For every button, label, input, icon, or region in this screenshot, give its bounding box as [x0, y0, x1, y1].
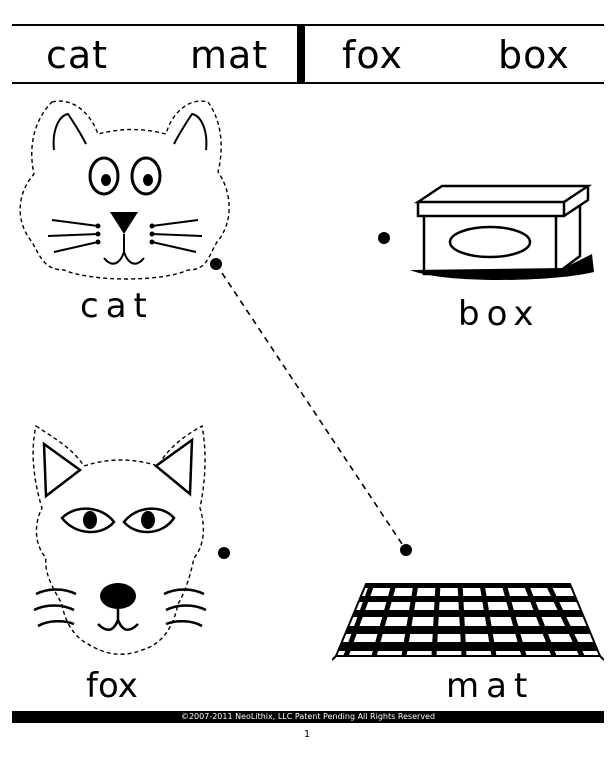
- word-header-strip: cat mat fox box: [12, 24, 604, 84]
- cat-connect-dot[interactable]: [210, 258, 222, 270]
- header-divider: [297, 26, 305, 82]
- cat-label: cat: [80, 286, 154, 326]
- mat-icon: [332, 583, 604, 661]
- mat-label: mat: [446, 666, 535, 706]
- mat-connect-dot[interactable]: [400, 544, 412, 556]
- fox-label: fox: [86, 666, 138, 706]
- header-word-box: box: [498, 33, 570, 77]
- box-icon: [410, 184, 594, 280]
- cat-face-icon: [19, 100, 230, 280]
- fox-connect-dot[interactable]: [218, 547, 230, 559]
- box-label: box: [458, 294, 541, 334]
- header-word-cat: cat: [46, 33, 109, 77]
- header-word-fox: fox: [342, 33, 403, 77]
- box-connect-dot[interactable]: [378, 232, 390, 244]
- page-number: 1: [303, 729, 311, 740]
- header-word-mat: mat: [190, 33, 269, 77]
- copyright-bar: ©2007-2011 NeoLithix, LLC Patent Pending…: [12, 711, 604, 723]
- fox-face-icon: [32, 424, 207, 655]
